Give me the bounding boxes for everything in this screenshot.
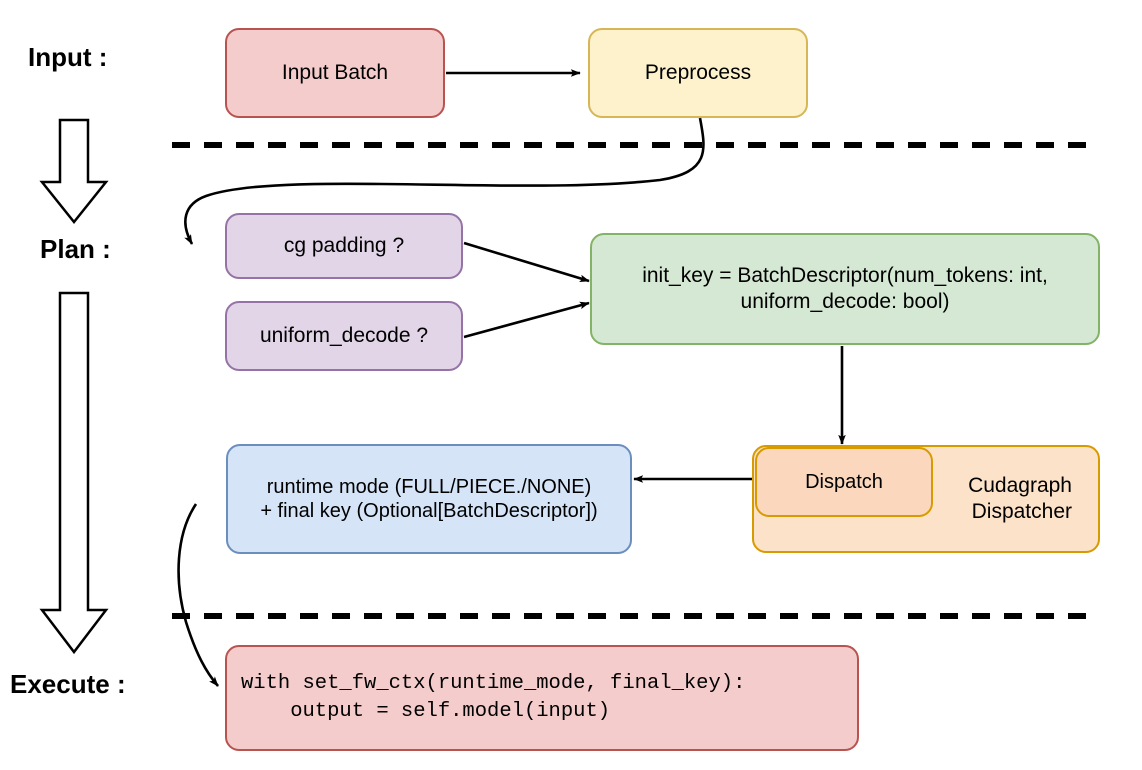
node-dispatch[interactable]: Dispatch (755, 447, 933, 517)
node-input-batch[interactable]: Input Batch (225, 28, 445, 118)
edge-runtime-mode-to-execute-code (177, 503, 219, 687)
node-cg-padding-label: cg padding ? (283, 234, 405, 258)
stage-label-input: Input : (28, 42, 108, 72)
node-cg-padding[interactable]: cg padding ? (225, 213, 463, 279)
node-dispatch-label: Dispatch (805, 470, 883, 493)
node-preprocess-label: Preprocess (644, 61, 752, 85)
node-init-key-label-line2: uniform_decode: bool) (740, 290, 950, 313)
stage-label-execute: Execute : (10, 669, 126, 699)
node-runtime-mode[interactable]: runtime mode (FULL/PIECE./NONE) + final … (226, 444, 632, 554)
flow-arrow-input-to-plan (39, 118, 109, 225)
node-uniform-decode-label: uniform_decode ? (259, 324, 429, 348)
node-cudagraph-dispatcher-label-line2: Dispatcher (971, 500, 1072, 523)
node-input-batch-label: Input Batch (281, 61, 389, 85)
node-execute-code[interactable]: with set_fw_ctx(runtime_mode, final_key)… (225, 645, 859, 751)
edge-uniform-decode-to-init-key (463, 301, 590, 339)
node-runtime-mode-label-line2: + final key (Optional[BatchDescriptor]) (260, 500, 598, 522)
node-runtime-mode-label-line1: runtime mode (FULL/PIECE./NONE) (266, 475, 592, 498)
node-init-key-label-line1: init_key = BatchDescriptor(num_tokens: i… (642, 264, 1048, 288)
node-execute-code-label-line1: with set_fw_ctx(runtime_mode, final_key)… (241, 671, 746, 695)
node-init-key[interactable]: init_key = BatchDescriptor(num_tokens: i… (590, 233, 1100, 345)
flow-arrow-plan-to-execute (39, 291, 109, 655)
edge-cg-padding-to-init-key (463, 241, 590, 283)
stage-label-plan: Plan : (40, 234, 111, 264)
node-preprocess[interactable]: Preprocess (588, 28, 808, 118)
node-uniform-decode[interactable]: uniform_decode ? (225, 301, 463, 371)
node-execute-code-label-line2: output = self.model(input) (241, 700, 611, 723)
node-cudagraph-dispatcher-label-line1: Cudagraph (968, 474, 1072, 498)
